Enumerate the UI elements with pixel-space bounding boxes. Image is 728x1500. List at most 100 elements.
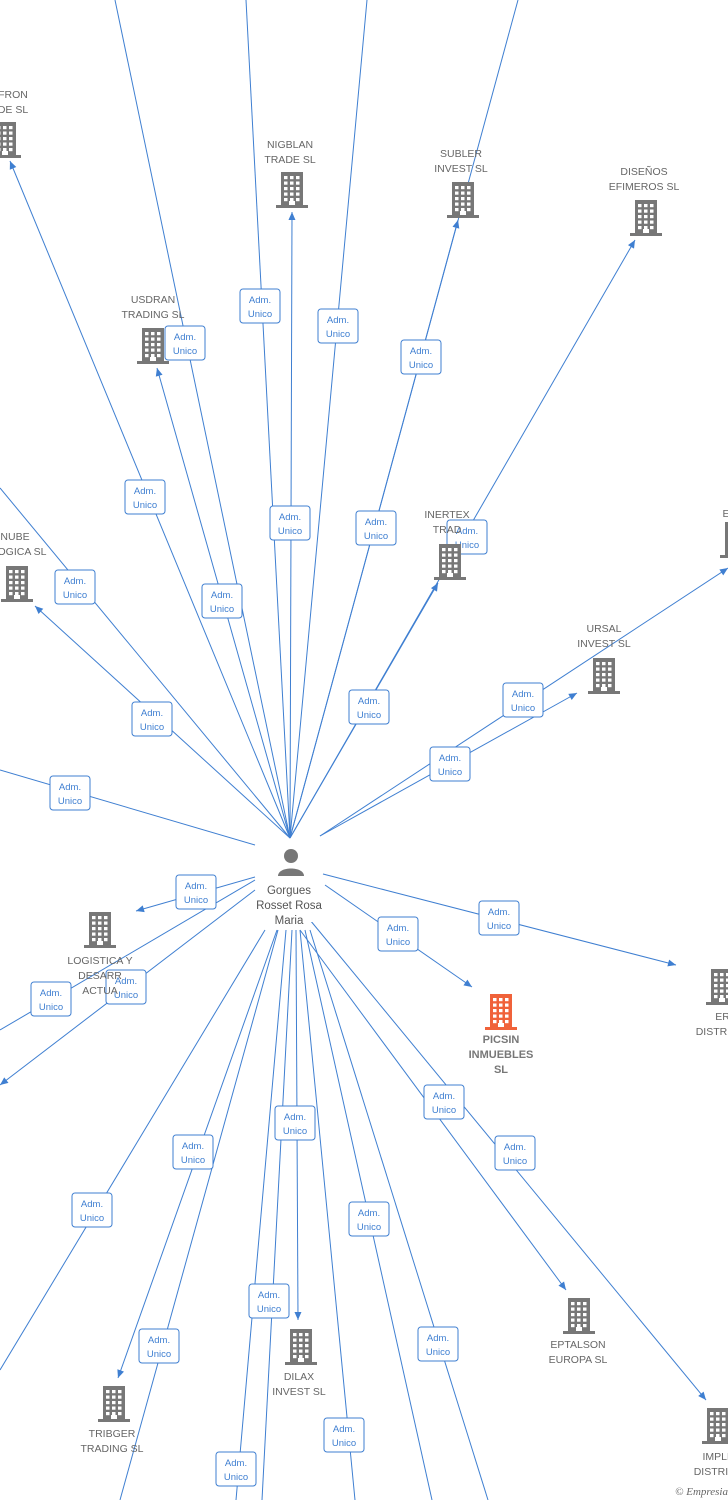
edge-label-line2: Unico bbox=[210, 604, 234, 615]
edge-label-line1: Adm. bbox=[115, 976, 137, 987]
company-node-eptalson[interactable]: EPTALSON EUROPA SL bbox=[549, 1298, 608, 1366]
edge-label-adm-unico: Adm.Unico bbox=[30, 981, 72, 1017]
edge-line bbox=[0, 769, 256, 846]
footer-brand[interactable]: © Empresia bbox=[675, 1486, 728, 1498]
edge-label-adm-unico: Adm.Unico bbox=[54, 569, 96, 605]
edge-label-adm-unico: Adm.Unico bbox=[323, 1417, 365, 1453]
edge-label-line1: Adm. bbox=[148, 1335, 170, 1346]
company-node-e-right[interactable]: E bbox=[720, 508, 728, 558]
edge-label-line1: Adm. bbox=[141, 708, 163, 719]
edge-label-line1: Adm. bbox=[358, 696, 380, 707]
edge-label-line1: Adm. bbox=[504, 1142, 526, 1153]
company-name-line: USDRAN bbox=[131, 294, 175, 306]
edge-label-line1: Adm. bbox=[427, 1333, 449, 1344]
edge-label-line2: Unico bbox=[257, 1304, 281, 1315]
edge-label-line2: Unico bbox=[278, 526, 302, 537]
edge-label-line2: Unico bbox=[455, 540, 479, 551]
edge-line bbox=[0, 929, 266, 1371]
edge-label-adm-unico: Adm.Unico bbox=[274, 1105, 316, 1141]
person-name-line: Rosset Rosa bbox=[256, 900, 322, 912]
edge-label-adm-unico: Adm.Unico bbox=[138, 1328, 180, 1364]
edge-label-line2: Unico bbox=[487, 921, 511, 932]
building-icon bbox=[588, 658, 620, 694]
edge-label-line1: Adm. bbox=[333, 1424, 355, 1435]
building-icon bbox=[702, 1408, 728, 1444]
person-icon-body bbox=[278, 868, 304, 876]
company-name-line: TRIBGER bbox=[89, 1428, 136, 1440]
company-name-line: PICSIN bbox=[483, 1034, 520, 1046]
edge-label-line1: Adm. bbox=[258, 1290, 280, 1301]
building-icon bbox=[84, 912, 116, 948]
edge-arrowhead bbox=[558, 1281, 566, 1290]
edge-label-adm-unico: Adm.Unico bbox=[400, 339, 442, 375]
edge-label-adm-unico: Adm. Unico bbox=[269, 505, 311, 541]
edge-label-adm-unico: Adm.Unico bbox=[423, 1084, 465, 1120]
company-name-line: EUROPA SL bbox=[549, 1354, 608, 1366]
company-name-line: DISEÑOS bbox=[620, 165, 667, 178]
company-name-line: EPTALSON bbox=[550, 1339, 605, 1351]
edge-label-line2: Unico bbox=[357, 710, 381, 721]
edge-label-line2: Unico bbox=[114, 990, 138, 1001]
company-node-tribger[interactable]: TRIBGER TRADING SL bbox=[80, 1386, 144, 1455]
company-name-line: TRADING SL bbox=[80, 1443, 143, 1455]
edge-label-adm-unico: Adm.Unico bbox=[239, 288, 281, 324]
edge-label-line1: Adm. bbox=[81, 1199, 103, 1210]
edge-line bbox=[289, 0, 519, 839]
person-name-line: Gorgues bbox=[267, 885, 311, 897]
edge-label-line1: Adm. bbox=[225, 1458, 247, 1469]
edge-label-line1: Adm. bbox=[249, 295, 271, 306]
edge-label-line2: Unico bbox=[63, 590, 87, 601]
edge-label-adm-unico: Adm. Unico bbox=[248, 1283, 290, 1319]
company-name-line: SL bbox=[494, 1064, 508, 1076]
edge-label-line1: Adm. bbox=[387, 923, 409, 934]
edge-label-line1: Adm. bbox=[279, 512, 301, 523]
building-icon bbox=[1, 566, 33, 602]
edge-label-line2: Unico bbox=[409, 360, 433, 371]
edge-label-line2: Unico bbox=[133, 500, 157, 511]
edge-label-adm-unico: Adm.Unico bbox=[215, 1451, 257, 1487]
edge-label-line1: Adm. bbox=[365, 517, 387, 528]
building-icon bbox=[276, 172, 308, 208]
edge-label-adm-unico: Adm.Unico bbox=[494, 1135, 536, 1171]
company-node-nube[interactable]: NUBEOLOGICA SL bbox=[0, 531, 47, 602]
edge-label-line2: Unico bbox=[283, 1126, 307, 1137]
company-node-eri[interactable]: ERIDISTRIBUC bbox=[696, 969, 728, 1038]
company-name-line: OLOGICA SL bbox=[0, 546, 47, 558]
building-icon bbox=[285, 1329, 317, 1365]
edge-label-adm-unico: Adm.Unico bbox=[201, 583, 243, 619]
edge-label-adm-unico: Adm.Unico bbox=[429, 746, 471, 782]
edge-label-adm-unico: Adm.Unico bbox=[502, 682, 544, 718]
edge-label-line2: Unico bbox=[140, 722, 164, 733]
edge-line bbox=[289, 0, 368, 839]
edge-label-adm-unico: Adm.Unico bbox=[164, 325, 206, 361]
company-name-line: TRADE SL bbox=[264, 154, 316, 166]
edge-label-line1: Adm. bbox=[433, 1091, 455, 1102]
company-name-line: ERI bbox=[715, 1011, 728, 1023]
edge-arrowhead bbox=[136, 905, 145, 913]
copyright-icon: © bbox=[675, 1486, 684, 1498]
edge-line bbox=[309, 929, 489, 1500]
company-name-line: INVEST SL bbox=[272, 1386, 326, 1398]
edge-label-adm-unico: Adm.Unico bbox=[172, 1134, 214, 1170]
building-icon bbox=[720, 522, 728, 558]
edge-label-adm-unico: Adm.Unico bbox=[49, 775, 91, 811]
company-node-implen[interactable]: IMPLENDISTRIBUC bbox=[694, 1408, 728, 1478]
edge-label-adm-unico: Adm.Unico bbox=[417, 1326, 459, 1362]
edge-label-line1: Adm. bbox=[512, 689, 534, 700]
edge-label-adm-unico: Adm.Unico bbox=[377, 916, 419, 952]
edge-line bbox=[0, 487, 291, 839]
